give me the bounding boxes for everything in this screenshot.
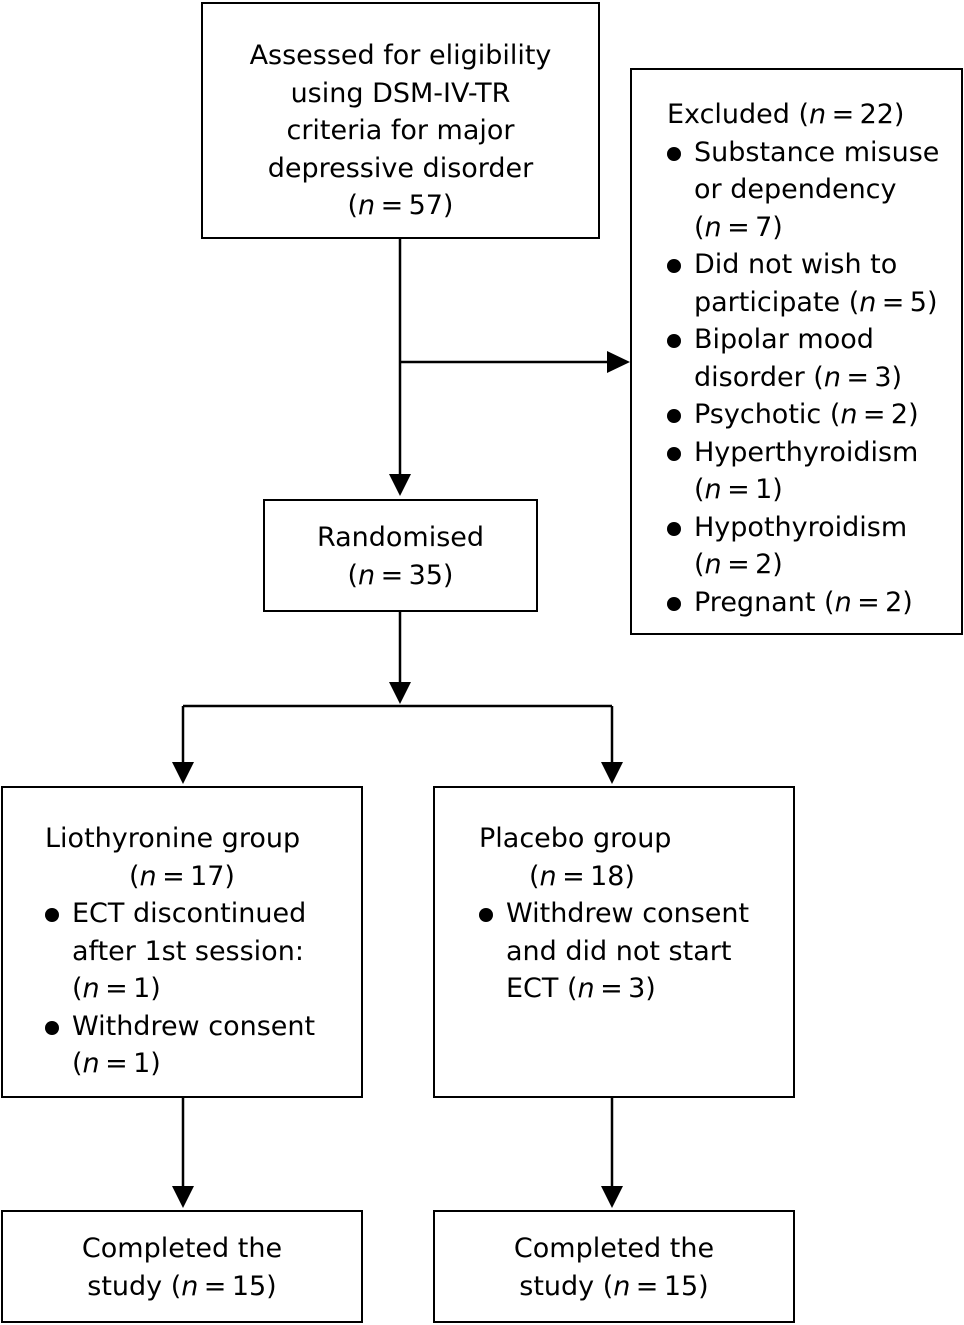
assessed-count: (n = 57) — [347, 190, 454, 221]
assessed-line: depressive disorder — [267, 152, 534, 184]
placebo-box: Placebo group (n = 18) Withdrew consent … — [433, 786, 795, 1098]
liothyronine-box: Liothyronine group (n = 17) ECT disconti… — [1, 786, 363, 1098]
excluded-item: Psychotic (n = 2) — [667, 396, 961, 434]
bullet-icon — [667, 446, 681, 461]
liothyronine-title: Liothyronine group — [45, 823, 301, 854]
placebo-count: (n = 18) — [529, 860, 635, 892]
arrowhead-to-split — [389, 682, 411, 704]
excluded-item: Hyperthyroidism (n = 1) — [667, 434, 961, 509]
assessed-box: Assessed for eligibility using DSM-IV-TR… — [201, 2, 600, 239]
arrowhead-to-completed-left — [172, 1186, 194, 1208]
excluded-item: Substance misuse or dependency (n = 7) — [667, 134, 961, 247]
bullet-icon — [45, 1020, 59, 1035]
excluded-item: Hypothyroidism (n = 2) — [667, 509, 961, 584]
excluded-item: Pregnant (n = 2) — [667, 584, 961, 622]
excluded-box: Excluded (n = 22) Substance misuse or de… — [630, 68, 963, 635]
arrowhead-to-liothyronine — [172, 762, 194, 784]
liothyronine-item: ECT discontinued after 1st session: (n =… — [45, 895, 361, 1008]
bullet-icon — [667, 146, 681, 161]
completed-right-line: Completed the — [513, 1233, 715, 1264]
assessed-line: criteria for major — [286, 115, 515, 146]
randomised-count: (n = 35) — [347, 559, 454, 591]
bullet-icon — [667, 596, 681, 611]
bullet-icon — [45, 908, 59, 922]
arrowhead-to-randomised — [389, 474, 411, 496]
assessed-line: using DSM-IV-TR — [290, 77, 511, 109]
bullet-icon — [667, 259, 681, 273]
liothyronine-count: (n = 17) — [129, 860, 235, 892]
completed-left-box: Completed the study (n = 15) — [1, 1210, 363, 1323]
completed-left-line: study (n = 15) — [87, 1270, 277, 1302]
completed-right-box: Completed the study (n = 15) — [433, 1210, 795, 1323]
liothyronine-item: Withdrew consent (n = 1) — [45, 1008, 361, 1083]
excluded-title: Excluded (n = 22) — [667, 99, 905, 130]
excluded-item: Bipolar mood disorder (n = 3) — [667, 321, 961, 396]
assessed-line: Assessed for eligibility — [249, 40, 552, 71]
randomised-box: Randomised (n = 35) — [263, 499, 538, 612]
placebo-item: Withdrew consent and did not start ECT (… — [479, 895, 793, 1008]
randomised-label: Randomised — [316, 522, 485, 553]
arrowhead-to-completed-right — [601, 1186, 623, 1208]
bullet-icon — [479, 908, 493, 922]
arrowhead-to-excluded — [607, 351, 630, 373]
bullet-icon — [667, 521, 681, 536]
bullet-icon — [667, 409, 681, 423]
arrowhead-to-placebo — [601, 762, 623, 784]
excluded-item: Did not wish to participate (n = 5) — [667, 246, 961, 321]
completed-right-line: study (n = 15) — [519, 1270, 709, 1302]
completed-left-line: Completed the — [81, 1233, 283, 1264]
placebo-title: Placebo group — [479, 823, 672, 854]
bullet-icon — [667, 334, 681, 348]
